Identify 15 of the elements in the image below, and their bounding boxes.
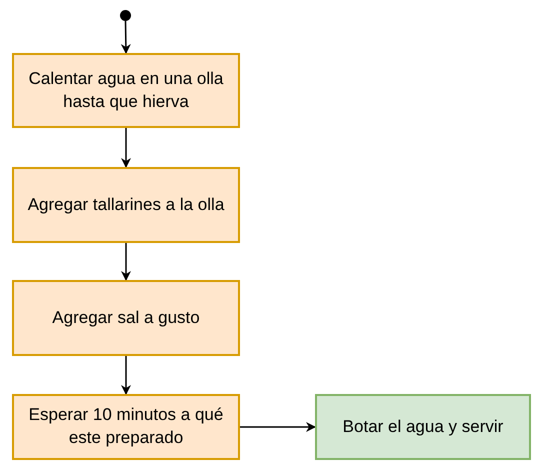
process-box: [315, 394, 531, 460]
process-box: [12, 53, 240, 128]
process-box: [12, 167, 240, 243]
box-text: Agregar tallarines a la olla: [28, 194, 224, 216]
arrow: [120, 20, 131, 54]
arrow: [121, 243, 131, 281]
box-text: Botar el agua y servir: [342, 416, 504, 438]
box-text: Calentar agua en una olla hasta que hierva: [28, 68, 224, 112]
arrow: [121, 356, 131, 395]
box-text: Esperar 10 minutos a qué este preparado: [28, 404, 224, 449]
process-box: [12, 394, 240, 460]
process-box: [12, 280, 240, 356]
arrow: [240, 422, 316, 432]
arrow: [121, 128, 131, 168]
box-text: Agregar sal a gusto: [52, 306, 200, 329]
